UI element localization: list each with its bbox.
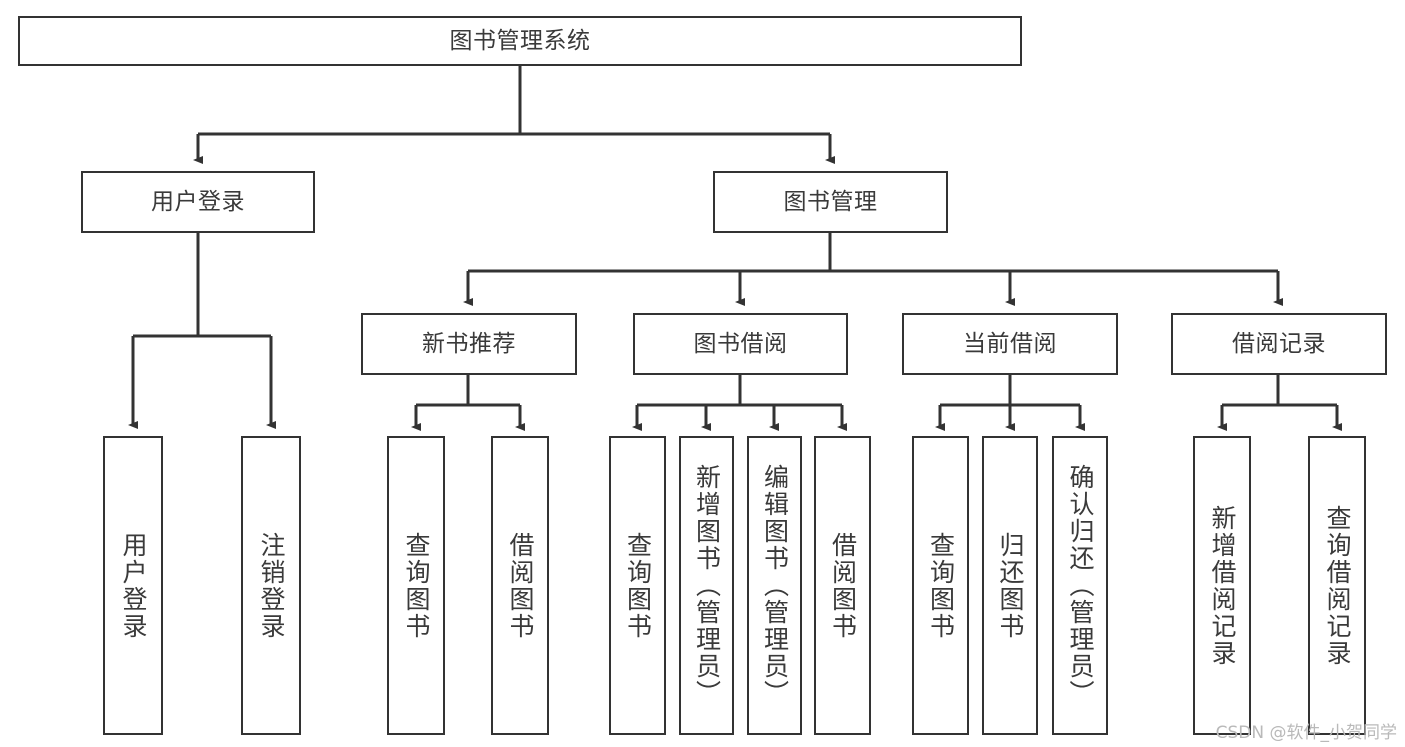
node-leaf-return-book-label: 归还图书 [996, 531, 1025, 640]
node-leaf-add-record-label: 新增借阅记录 [1208, 504, 1237, 667]
node-leaf-query-book-3-label: 查询图书 [926, 531, 956, 640]
node-leaf-query-book-1[interactable]: 查询图书 [387, 436, 445, 735]
node-leaf-borrow-book-2-label: 借阅图书 [828, 531, 858, 640]
node-leaf-edit-book[interactable]: 编辑图书（管理员） [747, 436, 802, 735]
node-leaf-query-book-2-label: 查询图书 [623, 531, 653, 640]
node-borrow-record[interactable]: 借阅记录 [1171, 313, 1387, 375]
node-leaf-add-record[interactable]: 新增借阅记录 [1193, 436, 1251, 735]
node-current-borrow[interactable]: 当前借阅 [902, 313, 1118, 375]
node-leaf-confirm-return[interactable]: 确认归还（管理员） [1052, 436, 1108, 735]
node-leaf-borrow-book-2[interactable]: 借阅图书 [814, 436, 871, 735]
csdn-watermark: CSDN @软件_小贺同学 [1215, 723, 1397, 743]
node-leaf-add-book[interactable]: 新增图书（管理员） [679, 436, 734, 735]
node-leaf-borrow-book-1-label: 借阅图书 [506, 531, 535, 640]
node-user-login[interactable]: 用户登录 [81, 171, 315, 233]
node-current-borrow-label: 当前借阅 [963, 330, 1057, 357]
node-leaf-add-book-label: 新增图书（管理员） [692, 464, 722, 707]
node-leaf-query-record-label: 查询借阅记录 [1323, 504, 1352, 667]
node-leaf-query-book-1-label: 查询图书 [402, 531, 431, 640]
node-leaf-user-login-label: 用户登录 [119, 531, 148, 640]
node-user-login-label: 用户登录 [151, 188, 245, 215]
node-book-manage[interactable]: 图书管理 [713, 171, 948, 233]
node-book-manage-label: 图书管理 [783, 188, 878, 215]
node-leaf-edit-book-label: 编辑图书（管理员） [760, 464, 790, 707]
node-leaf-borrow-book-1[interactable]: 借阅图书 [491, 436, 549, 735]
node-leaf-query-record[interactable]: 查询借阅记录 [1308, 436, 1366, 735]
node-leaf-return-book[interactable]: 归还图书 [982, 436, 1038, 735]
node-borrow-record-label: 借阅记录 [1232, 330, 1326, 357]
node-leaf-user-logout[interactable]: 注销登录 [241, 436, 301, 735]
node-leaf-user-login[interactable]: 用户登录 [103, 436, 163, 735]
node-leaf-confirm-return-label: 确认归还（管理员） [1066, 464, 1095, 707]
node-leaf-query-book-3[interactable]: 查询图书 [912, 436, 969, 735]
node-root[interactable]: 图书管理系统 [18, 16, 1022, 66]
node-new-book-recommend-label: 新书推荐 [422, 330, 516, 357]
node-root-label: 图书管理系统 [449, 27, 591, 54]
node-new-book-recommend[interactable]: 新书推荐 [361, 313, 577, 375]
node-leaf-user-logout-label: 注销登录 [257, 531, 286, 640]
node-book-borrow[interactable]: 图书借阅 [633, 313, 848, 375]
node-leaf-query-book-2[interactable]: 查询图书 [609, 436, 666, 735]
node-book-borrow-label: 图书借阅 [693, 330, 788, 357]
